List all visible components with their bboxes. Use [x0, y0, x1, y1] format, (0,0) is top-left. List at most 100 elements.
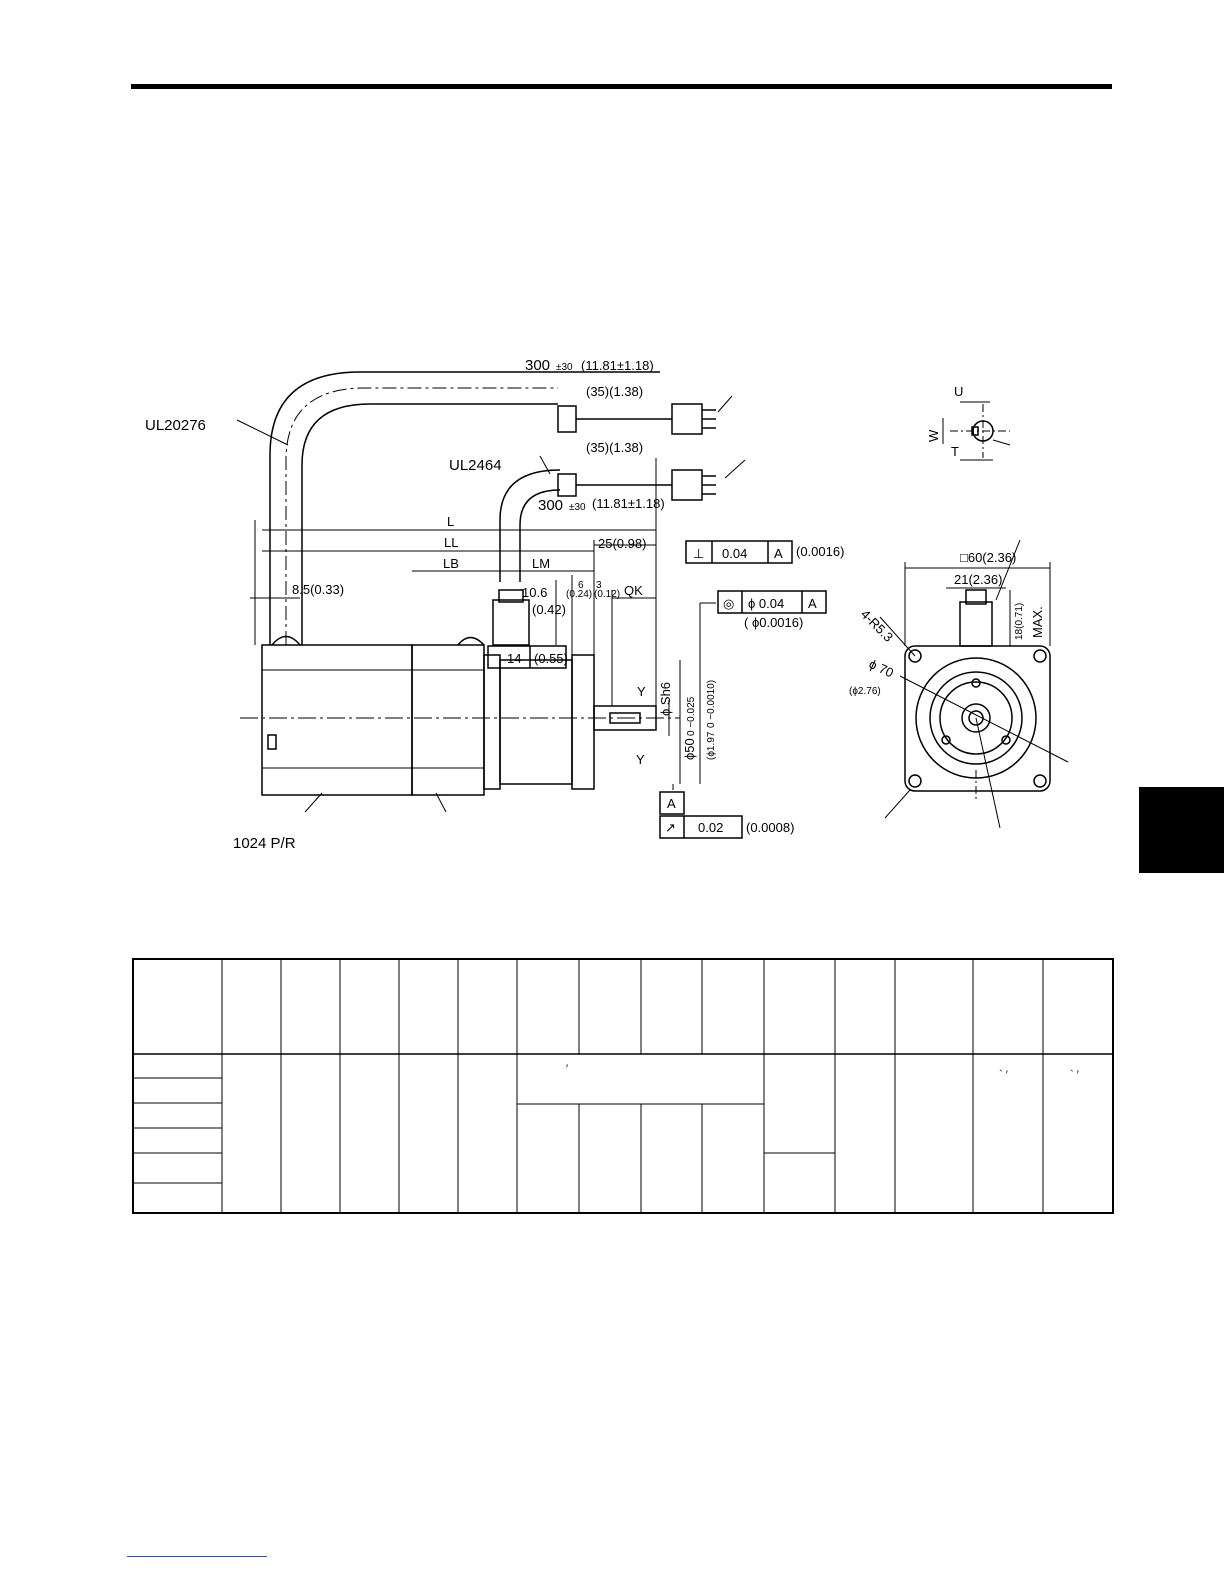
table-mark-3: ` ′: [1070, 1069, 1079, 1081]
label-spigot-tol: 0 −0.025: [686, 696, 697, 736]
motor-housing: [411, 644, 485, 796]
label-dim-18: 18(0.71): [1014, 603, 1025, 640]
label-dim-L: L: [447, 514, 454, 529]
flange-front-square: [904, 645, 1051, 792]
label-perp-datum: A: [774, 546, 783, 561]
encoder-connector-pins: [702, 409, 716, 429]
label-cable-length-top: 300: [525, 357, 550, 374]
label-encoder: 1024 P/R: [233, 835, 296, 852]
dim-14-frame: [487, 645, 567, 669]
flange-body: [499, 659, 573, 785]
bottom-rule: [127, 1556, 267, 1557]
label-dim-8-5: 8.5(0.33): [292, 582, 344, 597]
label-shaft-dia: ϕ Sh6: [658, 682, 673, 716]
perpendicularity-frame: [685, 540, 793, 564]
power-cable-sleeve: [557, 473, 577, 497]
label-cable-ul20276: UL20276: [145, 417, 206, 434]
table-border: [132, 958, 1114, 1214]
label-connector-len-2: (35)(1.38): [586, 440, 643, 455]
leader-power-connector: [724, 459, 746, 479]
screw-right: [1001, 735, 1011, 745]
power-cable-outline-outer: [499, 469, 561, 582]
leader-ul20276: [236, 419, 289, 446]
label-runout-value: 0.02: [698, 820, 723, 835]
label-dim-LM: LM: [532, 556, 550, 571]
datum-frame: [659, 791, 685, 815]
section-tab: [1139, 787, 1224, 873]
label-holes: 4-R5.3: [858, 607, 896, 645]
leader-motor: [435, 792, 447, 813]
label-section-Y-top: Y: [637, 684, 646, 699]
label-perp-symbol: ⊥: [693, 546, 704, 561]
label-key-W: W: [926, 429, 941, 442]
power-cable-outline-inner: [519, 489, 561, 582]
label-dim-6: 6: [578, 580, 584, 591]
flange-plate: [483, 654, 501, 790]
dimension-table: ′ ` ′ ` ′: [132, 958, 1114, 1214]
leader-encoder-connector: [717, 395, 733, 413]
label-spigot-in: (ϕ1.97: [706, 731, 717, 760]
concentricity-frame: [717, 590, 827, 614]
label-spigot-in-tol: 0 −0.0010): [706, 680, 717, 728]
label-cable-length-mid-in: (11.81±1.18): [592, 496, 665, 511]
label-dim-10-6-in: (0.42): [532, 602, 566, 617]
encoder-gland: [271, 635, 301, 646]
label-dim-3-in: (0.12): [594, 589, 620, 600]
label-dim-QK: QK: [624, 583, 643, 598]
encoder-cable-outline-inner: [301, 403, 558, 645]
leader-shaft: [975, 717, 1001, 829]
power-connector-cap: [498, 589, 524, 603]
label-conc-datum: A: [808, 596, 817, 611]
mount-hole-bl: [908, 774, 922, 788]
power-connector-body: [492, 599, 530, 646]
label-cable-ul2464: UL2464: [449, 457, 502, 474]
label-key-T: T: [951, 444, 959, 459]
label-dim-21: 21(2.36): [954, 572, 1002, 587]
leader-holes: [879, 616, 916, 657]
label-conc-in: ( ϕ0.0016): [744, 615, 803, 630]
label-dim-max: MAX.: [1030, 606, 1045, 638]
label-dim-6-in: (0.24): [566, 589, 592, 600]
table-mark-2: ` ′: [999, 1069, 1008, 1081]
table-mark-1: ′: [566, 1063, 568, 1075]
table-row-lines: [133, 1077, 835, 1184]
encoder-connector: [671, 403, 703, 435]
front-connector-cap: [965, 589, 987, 605]
runout-frame: [659, 815, 743, 839]
label-conc-symbol: ◎: [723, 596, 734, 611]
screw-top: [971, 678, 981, 688]
label-connector-len-1: (35)(1.38): [586, 384, 643, 399]
label-pcd-in: (ϕ2.76): [849, 686, 881, 697]
label-dim-LB: LB: [443, 556, 459, 571]
leader-ul2464: [539, 455, 551, 475]
label-dim-25: 25(0.98): [598, 536, 646, 551]
label-key-U: U: [954, 384, 963, 399]
label-cable-length-mid: 300: [538, 497, 563, 514]
label-cable-tol-top: ±30: [556, 362, 573, 373]
label-cable-length-top-in: (11.81±1.18): [581, 358, 654, 373]
nameplate-mark: [267, 734, 277, 750]
front-connector-body: [959, 601, 993, 647]
label-dim-14-in: (0.55): [534, 651, 568, 666]
encoder-cable-sleeve: [557, 405, 577, 433]
leader-flange-corner: [884, 789, 911, 819]
spigot: [571, 654, 595, 790]
label-spigot-dia: ϕ50: [682, 738, 697, 760]
label-runout-symbol: ↗: [665, 820, 676, 835]
mount-hole-tl: [908, 649, 922, 663]
leader-front-connector: [995, 539, 1021, 601]
encoder-cable-centerline: [285, 387, 558, 645]
power-connector-pins: [702, 475, 716, 495]
power-gland: [457, 636, 485, 646]
label-cable-tol-mid: ±30: [569, 502, 586, 513]
label-datum: A: [667, 796, 676, 811]
mount-hole-tr: [1033, 649, 1047, 663]
table-column-lines: [221, 959, 1044, 1213]
label-dim-14: 14: [507, 651, 521, 666]
leader-encoder: [304, 792, 323, 813]
leader-pcd: [899, 675, 1069, 763]
label-conc-value: ϕ 0.04: [748, 596, 784, 611]
flange-inner-circle: [939, 681, 1013, 755]
encoder-cable-outline-outer: [269, 371, 660, 645]
